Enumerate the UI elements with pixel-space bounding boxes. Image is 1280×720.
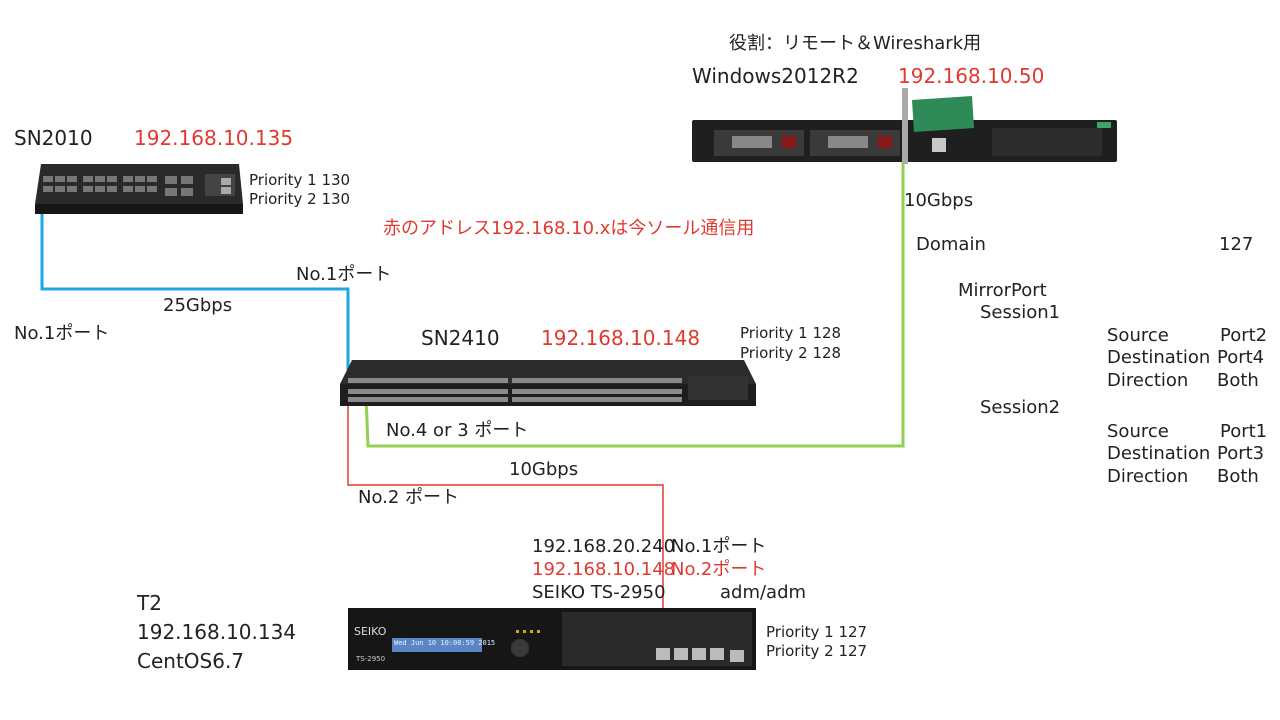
session2-direction-value: Both xyxy=(1217,466,1259,487)
mirror-domain-label: Domain xyxy=(916,234,986,255)
session1-source-key: Source xyxy=(1107,325,1169,346)
session1-destination-value: Port4 xyxy=(1217,347,1265,368)
session1-direction-value: Both xyxy=(1217,370,1259,391)
sn2410-ip: 192.168.10.148 xyxy=(541,326,701,350)
sn2010-name: SN2010 xyxy=(14,126,93,150)
wireshark-role-label: 役割：リモート＆Wireshark用 xyxy=(729,33,982,54)
session2-destination-key: Destination xyxy=(1107,443,1211,464)
sn2010-priority2: Priority 2 130 xyxy=(249,190,351,208)
address-note: 赤のアドレス192.168.10.xは今ソール通信用 xyxy=(383,218,755,239)
t2-host-ip: 192.168.10.134 xyxy=(137,620,297,644)
sn2010-priority1: Priority 1 130 xyxy=(249,171,351,189)
seiko-model-badge: TS-2950 xyxy=(356,655,386,663)
sn2410-priority2: Priority 2 128 xyxy=(740,344,842,362)
sn2410-name: SN2410 xyxy=(421,326,500,350)
blue-link-speed-label: 25Gbps xyxy=(163,295,233,316)
t2-name: T2 xyxy=(137,591,162,615)
t2-ip1: 192.168.20.240 xyxy=(532,536,676,557)
t2-priority1: Priority 1 127 xyxy=(766,623,868,641)
wireshark-host-name: Windows2012R2 xyxy=(692,64,859,88)
session1-source-value: Port2 xyxy=(1220,325,1268,346)
t2-ip2: 192.168.10.148 xyxy=(532,559,676,580)
link-green-10gbps xyxy=(364,140,905,448)
sn2410-red-port-label: No.2 ポート xyxy=(358,487,460,508)
t2-priority2: Priority 2 127 xyxy=(766,642,868,660)
session2-direction-key: Direction xyxy=(1107,466,1189,487)
session1-destination-key: Destination xyxy=(1107,347,1211,368)
session2-source-value: Port1 xyxy=(1220,421,1268,442)
sn2410-green-port-label: No.4 or 3 ポート xyxy=(386,420,529,441)
wireshark-link-speed: 10Gbps xyxy=(904,190,974,211)
session2-source-key: Source xyxy=(1107,421,1169,442)
t2-port1: No.1ポート xyxy=(671,536,767,557)
session1-direction-key: Direction xyxy=(1107,370,1189,391)
t2-os: CentOS6.7 xyxy=(137,649,245,673)
t2-credentials: adm/adm xyxy=(720,582,807,603)
seiko-ts2950-image: SEIKO Wed Jun 10 10:08:59 2015 TS-2950 xyxy=(348,608,758,670)
sn2410-switch-image xyxy=(338,356,758,416)
mirror-domain-value: 127 xyxy=(1219,234,1254,255)
sn2410-priority1: Priority 1 128 xyxy=(740,324,842,342)
red-link-speed-label: 10Gbps xyxy=(509,459,579,480)
t2-port2: No.2ポート xyxy=(671,559,767,580)
session2-label: Session2 xyxy=(980,397,1061,418)
seiko-lcd-text: Wed Jun 10 10:08:59 2015 xyxy=(394,639,496,647)
link-red-10gbps xyxy=(347,390,664,648)
t2-model: SEIKO TS-2950 xyxy=(532,582,666,603)
session1-label: Session1 xyxy=(980,302,1061,323)
link-blue-25gbps xyxy=(40,183,350,370)
wireshark-server-image xyxy=(692,88,1122,166)
seiko-brand-label: SEIKO xyxy=(354,625,387,638)
sn2010-switch-image xyxy=(35,160,243,216)
mirror-port-heading: MirrorPort xyxy=(958,280,1047,301)
wireshark-ip: 192.168.10.50 xyxy=(898,64,1045,88)
sn2010-ip: 192.168.10.135 xyxy=(134,126,294,150)
session2-destination-value: Port3 xyxy=(1217,443,1265,464)
sn2010-port-label: No.1ポート xyxy=(14,323,110,344)
blue-link-port-label: No.1ポート xyxy=(296,264,392,285)
